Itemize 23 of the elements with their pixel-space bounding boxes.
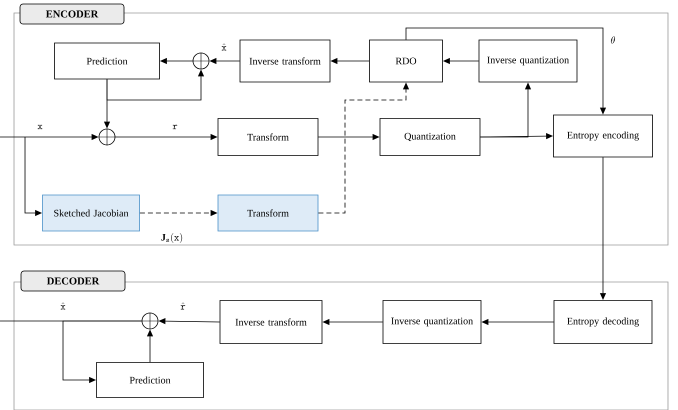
process-box: Sketched Jacobian	[42, 194, 140, 232]
process-box: RDO	[369, 40, 443, 82]
process-box: Inverse quantization	[382, 300, 482, 344]
process-box: Inverse transform	[240, 40, 330, 82]
process-box: Entropy decoding	[554, 300, 652, 344]
process-box: Inverse transform	[220, 300, 322, 344]
edge-label: $\mathtt{x}$	[36, 124, 44, 130]
edge-label: $\mathtt{r}$	[171, 124, 179, 130]
sum-junction	[141, 312, 159, 330]
process-box: Prediction	[54, 42, 160, 80]
process-box: Transform	[218, 194, 318, 232]
process-box: Inverse quantization	[478, 40, 578, 82]
edge-label: $\hat{\mathtt{x}}$	[59, 302, 67, 310]
process-box: Transform	[218, 118, 318, 156]
edge-label: $\theta$	[610, 36, 616, 44]
sum-junction	[98, 128, 116, 146]
edge-label: $\hat{\mathtt{r}}$	[179, 302, 187, 310]
sum-junction	[192, 52, 210, 70]
process-box: Prediction	[96, 362, 204, 398]
edge-label: $\mathbf{J}_{\mathtt{s}}(\mathtt{x})$	[160, 232, 184, 244]
process-box: Entropy encoding	[553, 114, 653, 158]
process-box: Quantization	[380, 118, 480, 156]
edge-label: $\hat{\mathtt{x}}$	[220, 42, 228, 52]
